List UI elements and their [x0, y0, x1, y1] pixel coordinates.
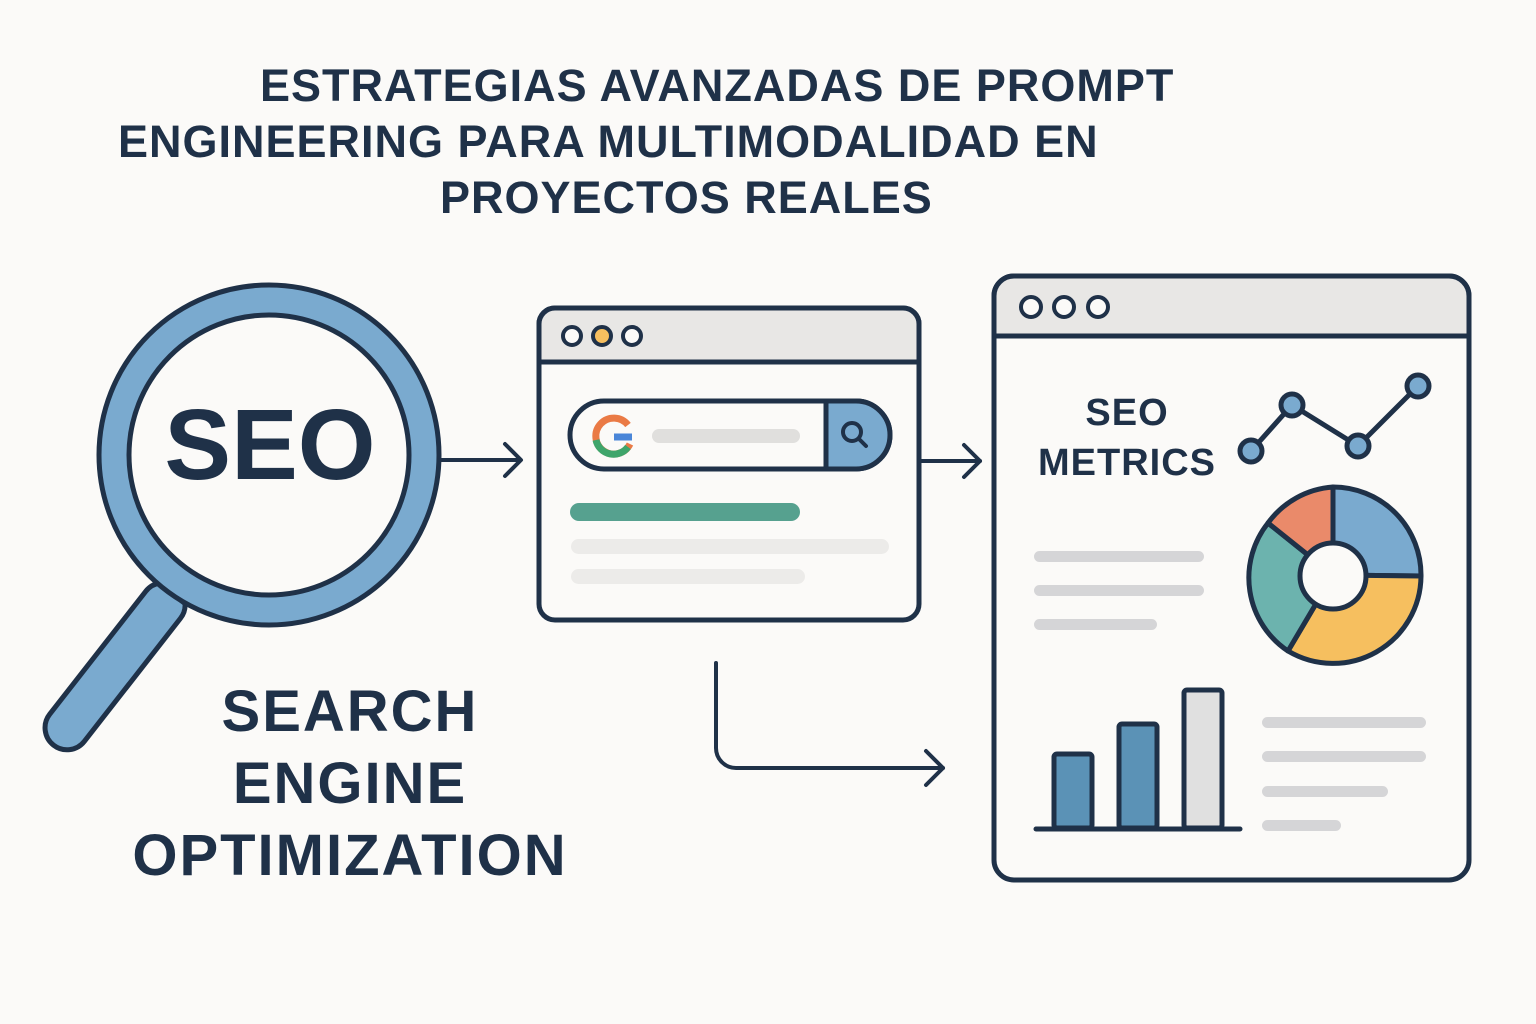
- dashboard-window-icon: [991, 273, 1472, 883]
- bar-chart: [1033, 687, 1243, 832]
- seo-caption: SEARCH ENGINE OPTIMIZATION: [120, 676, 580, 892]
- result-link-bar: [570, 503, 800, 521]
- google-g-logo: [592, 414, 634, 458]
- arrow-right-icon: [438, 442, 523, 478]
- metrics-title-line-2: METRICS: [1038, 442, 1216, 484]
- caption-line-1: SEARCH: [221, 679, 479, 744]
- line-chart: [1237, 372, 1432, 465]
- title-line-3: PROYECTOS REALES: [440, 172, 933, 223]
- caption-line-2: ENGINE: [232, 751, 468, 816]
- donut-chart: [1246, 484, 1424, 666]
- metrics-title: SEO METRICS: [1022, 388, 1232, 488]
- search-icon[interactable]: [841, 421, 868, 448]
- lens-text: SEO: [164, 389, 376, 501]
- title-line-2: ENGINEERING PARA MULTIMODALIDAD EN: [118, 116, 1099, 167]
- page-title: ESTRATEGIAS AVANZADAS DE PROMPT ENGINEER…: [90, 58, 1270, 226]
- caption-line-3: OPTIMIZATION: [132, 823, 568, 888]
- title-line-1: ESTRATEGIAS AVANZADAS DE PROMPT: [260, 60, 1175, 111]
- bent-arrow-icon: [714, 661, 945, 787]
- search-bar[interactable]: [567, 398, 893, 472]
- browser-window-icon: [536, 305, 922, 623]
- magnifying-glass-icon: [42, 282, 442, 753]
- arrow-right-icon: [917, 443, 982, 479]
- metrics-title-line-1: SEO: [1085, 392, 1169, 434]
